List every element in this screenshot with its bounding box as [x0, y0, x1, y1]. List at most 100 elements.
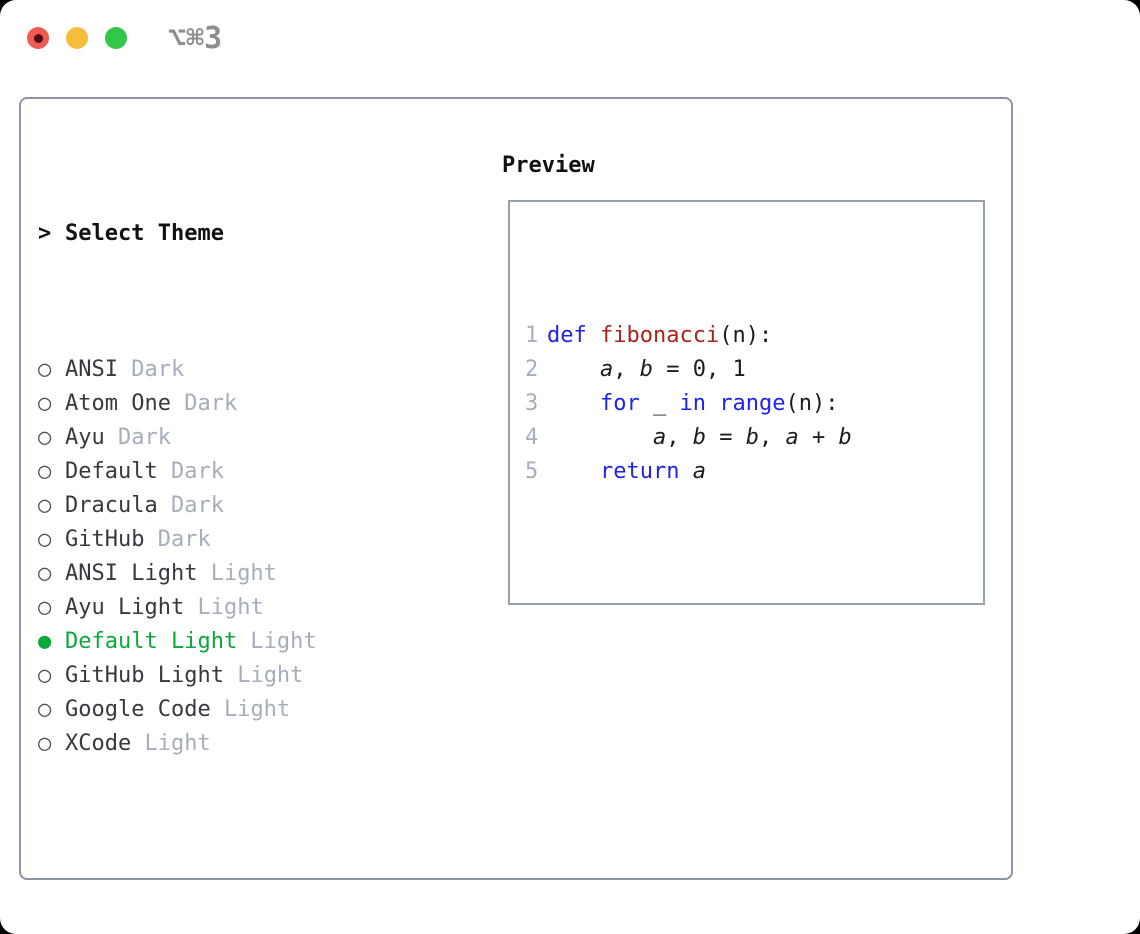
theme-option[interactable]: ○Dracula Dark: [38, 489, 409, 523]
code-token: a: [599, 357, 614, 382]
radio-icon: ○: [38, 493, 52, 518]
theme-variant: Light: [131, 731, 211, 756]
code-token: ,: [758, 425, 786, 450]
theme-variant: Dark: [104, 425, 171, 450]
line-number: 1: [525, 323, 539, 348]
code-line: 3 for _ in range(n):: [525, 387, 983, 421]
theme-selector-panel: >Select Theme ○ANSI Dark○Atom One Dark○A…: [19, 97, 1013, 880]
code-token: +: [798, 425, 839, 450]
code-content: a, b = 0, 1: [547, 353, 746, 387]
theme-option[interactable]: ○ GitHub Light Light: [38, 659, 409, 693]
preview-label: Preview: [502, 153, 595, 178]
code-token: [587, 323, 600, 348]
code-token: a: [652, 425, 667, 450]
radio-icon: ○: [38, 731, 52, 756]
minimize-button[interactable]: [66, 27, 88, 49]
code-content: def fibonacci(n):: [547, 319, 772, 353]
code-line: 2 a, b = 0, 1: [525, 353, 983, 387]
spacer: [525, 557, 983, 591]
theme-option[interactable]: ○ Ayu Light Light: [38, 591, 409, 625]
code-token: fibonacci: [600, 323, 720, 348]
zoom-button[interactable]: [105, 27, 127, 49]
radio-icon: ○: [38, 663, 52, 688]
radio-icon: ○: [38, 595, 52, 620]
theme-option[interactable]: ○ XCode Light: [38, 727, 409, 761]
select-theme-label: Select Theme: [65, 221, 224, 246]
theme-option[interactable]: ○ Google Code Light: [38, 693, 409, 727]
theme-name: Ayu: [65, 425, 105, 450]
line-number: 4: [525, 425, 539, 450]
code-token: (n):: [719, 323, 773, 348]
radio-icon: ○: [38, 561, 52, 586]
left-column: >Select Theme ○ANSI Dark○Atom One Dark○A…: [38, 149, 409, 934]
theme-name: Default: [65, 459, 158, 484]
theme-variant: Dark: [157, 493, 224, 518]
code-token: (n):: [785, 391, 839, 416]
theme-name: Google Code: [65, 697, 211, 722]
code-token: for: [599, 391, 640, 416]
code-token: b: [838, 425, 852, 450]
spacer: [38, 863, 409, 897]
theme-option[interactable]: ○ ANSI Dark: [38, 353, 409, 387]
theme-variant: Light: [223, 663, 304, 688]
theme-variant: Dark: [117, 357, 185, 382]
code-token: [547, 459, 600, 484]
theme-name: GitHub Light: [65, 663, 224, 688]
code-token: _: [639, 391, 680, 416]
theme-name: ANSI Light: [65, 561, 198, 586]
code-token: in: [679, 391, 706, 416]
theme-name: Atom One: [65, 391, 171, 416]
theme-option[interactable]: ○ GitHub Dark: [38, 523, 409, 557]
code-token: def: [547, 323, 587, 348]
traffic-lights: [27, 27, 127, 49]
radio-selected-icon: ●: [38, 629, 52, 654]
select-theme-header: > Select Theme: [38, 217, 409, 251]
code-token: ,: [613, 357, 640, 382]
prompt-icon: >: [38, 221, 52, 246]
code-token: [547, 357, 600, 382]
titlebar: ⌥⌘3: [0, 0, 1140, 76]
code-token: a: [785, 425, 799, 450]
code-token: a: [692, 459, 706, 484]
code-line: 4 a, b = b, a + b: [525, 421, 983, 455]
theme-variant: Dark: [157, 459, 224, 484]
theme-name: ANSI: [65, 357, 118, 382]
line-number: 2: [525, 357, 539, 382]
code-token: [547, 391, 600, 416]
code-content: a, b = b, a + b: [547, 421, 852, 455]
code-token: b: [745, 425, 759, 450]
theme-option[interactable]: ○ ANSI Light Light: [38, 557, 409, 591]
radio-icon: ○: [38, 357, 52, 382]
theme-variant: Light: [237, 629, 317, 654]
theme-option[interactable]: ○Atom One Dark: [38, 387, 409, 421]
theme-option[interactable]: ○ Ayu Dark: [38, 421, 409, 455]
radio-icon: ○: [38, 425, 52, 450]
theme-name: GitHub: [65, 527, 145, 552]
code-token: [547, 425, 653, 450]
theme-variant: Light: [210, 697, 291, 722]
code-token: [706, 391, 719, 416]
theme-variant: Light: [197, 561, 277, 586]
code-token: b: [639, 357, 653, 382]
code-token: =: [705, 425, 746, 450]
theme-variant: Light: [184, 595, 264, 620]
theme-name: Default Light: [65, 629, 238, 654]
close-button[interactable]: [27, 27, 49, 49]
close-dot-icon: [33, 33, 43, 43]
theme-list: ○ANSI Dark○Atom One Dark○Ayu Dark○Defaul…: [38, 353, 409, 761]
theme-name: Ayu Light: [65, 595, 185, 620]
code-token: return: [599, 459, 680, 484]
radio-icon: ○: [38, 527, 52, 552]
theme-name: XCode: [65, 731, 132, 756]
theme-option[interactable]: ○Default Dark: [38, 455, 409, 489]
theme-option[interactable]: ● Default Light Light: [38, 625, 409, 659]
code-token: b: [692, 425, 706, 450]
code-token: ,: [666, 425, 693, 450]
theme-variant: Dark: [144, 527, 211, 552]
line-number: 5: [525, 459, 539, 484]
theme-variant: Dark: [170, 391, 238, 416]
radio-icon: ○: [38, 697, 52, 722]
